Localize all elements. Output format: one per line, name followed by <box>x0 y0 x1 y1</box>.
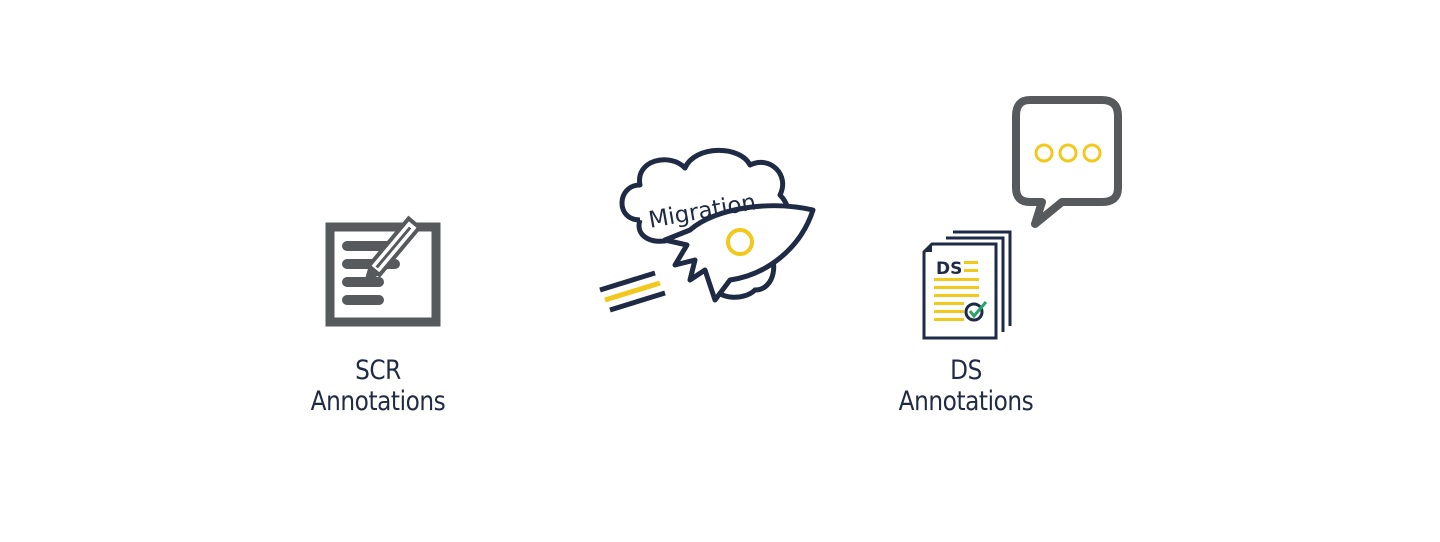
scr-annotations-node <box>322 215 452 340</box>
scr-label-line1: SCR <box>355 355 401 386</box>
speech-bubble <box>1010 96 1125 231</box>
rocket-cloud-icon: Migration <box>599 147 816 313</box>
ds-annotations-node: DS <box>918 228 1018 343</box>
document-edit-icon <box>325 215 441 327</box>
document-stack-icon: DS <box>922 230 1012 340</box>
scr-annotations-label: SCR Annotations <box>292 355 464 417</box>
ds-doc-badge: DS <box>936 259 962 279</box>
ds-label-line1: DS <box>950 355 982 386</box>
migration-node: Migration <box>595 140 825 320</box>
scr-label-line2: Annotations <box>310 386 446 417</box>
ds-label-line2: Annotations <box>898 386 1034 417</box>
speech-bubble-icon <box>1012 96 1122 228</box>
ds-annotations-label: DS Annotations <box>880 355 1052 417</box>
